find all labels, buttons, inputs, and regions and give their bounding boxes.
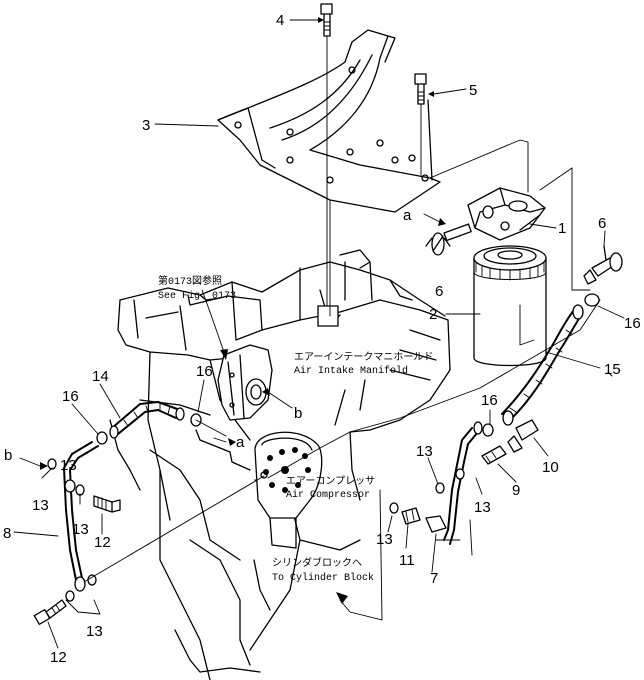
note-fig-ref-en: See Fig. 0173	[158, 290, 236, 302]
washer-part-16-d	[482, 423, 494, 437]
callout-7: 7	[430, 570, 438, 587]
air-compressor	[254, 431, 323, 549]
washer-part-16-c	[584, 293, 600, 307]
bolt-part-12-lower	[33, 599, 67, 625]
callout-13-e: 13	[474, 499, 491, 516]
washer-part-13-b	[435, 482, 445, 494]
filter-cartridge-part-2	[473, 245, 547, 367]
filter-head-part-1	[467, 187, 546, 241]
bracket-part-3	[217, 29, 441, 213]
callout-13-a: 13	[32, 497, 49, 514]
callout-8: 8	[3, 525, 11, 542]
view-b-left: b	[4, 447, 12, 464]
washer-part-13-c	[389, 502, 399, 514]
view-a-lower: a	[236, 434, 245, 451]
pipe-part-8	[63, 441, 99, 602]
note-manifold-jp: エアーインテークマニホールド	[294, 351, 433, 364]
bolt-part-4	[320, 3, 333, 321]
fitting-part-10	[507, 419, 539, 453]
pipe-part-7	[425, 421, 483, 545]
callout-16-a: 16	[62, 388, 79, 405]
note-cylinder-en: To Cylinder Block	[272, 572, 374, 584]
callout-5: 5	[469, 82, 477, 99]
callout-4: 4	[276, 12, 284, 29]
callout-14: 14	[92, 368, 109, 385]
callout-13-f: 13	[376, 531, 393, 548]
leader-16-b-to-a	[195, 419, 227, 437]
leader-lines	[13, 17, 625, 649]
callout-3: 3	[142, 117, 150, 134]
view-a-upper: a	[403, 207, 412, 224]
callout-1: 1	[558, 220, 566, 237]
callout-10: 10	[542, 459, 559, 476]
callout-12-upper: 12	[94, 534, 111, 551]
note-manifold-en: Air Intake Manifold	[294, 365, 408, 377]
note-cylinder-jp: シリンダブロックへ	[272, 556, 362, 570]
callout-6-right: 6	[598, 215, 606, 232]
callout-numbers: 1 2 3 4 5 6 6 7 8 9 10 11 12 12 13 13 13…	[3, 12, 641, 666]
note-fig-ref-jp: 第0173図参照	[158, 274, 222, 288]
callout-2: 2	[429, 306, 437, 323]
hose-part-15	[501, 304, 584, 426]
view-b-right: b	[294, 405, 302, 422]
callout-9: 9	[512, 482, 520, 499]
callout-13-c: 13	[86, 623, 103, 640]
callout-16-b: 16	[196, 363, 213, 380]
fitting-part-6-left	[425, 223, 472, 256]
fitting-part-9	[481, 445, 507, 465]
washer-part-13-a	[47, 458, 57, 470]
engine-outline	[109, 249, 451, 680]
callout-13-b: 13	[72, 521, 89, 538]
callout-12-lower: 12	[50, 649, 67, 666]
note-compressor-en: Air Compressor	[286, 489, 370, 501]
callout-15: 15	[604, 361, 621, 378]
washer-part-16-a	[96, 431, 108, 445]
fitting-part-11	[401, 507, 421, 525]
callout-6-left: 6	[435, 283, 443, 300]
fitting-part-6-right	[583, 245, 623, 285]
hose-part-14	[109, 401, 185, 439]
note-compressor-jp: エアーコンプレッサ	[286, 475, 375, 488]
callout-13-g: 13	[60, 457, 77, 474]
intake-manifold	[217, 344, 273, 421]
bolt-part-12-upper	[93, 495, 121, 513]
callout-11: 11	[399, 552, 415, 569]
callout-16-d: 16	[481, 392, 498, 409]
annotation-notes: 第0173図参照 See Fig. 0173 エアーインテークマニホールド Ai…	[158, 274, 433, 584]
callout-13-d: 13	[416, 443, 433, 460]
callout-16-c: 16	[624, 315, 641, 332]
bolt-part-5	[414, 73, 427, 176]
